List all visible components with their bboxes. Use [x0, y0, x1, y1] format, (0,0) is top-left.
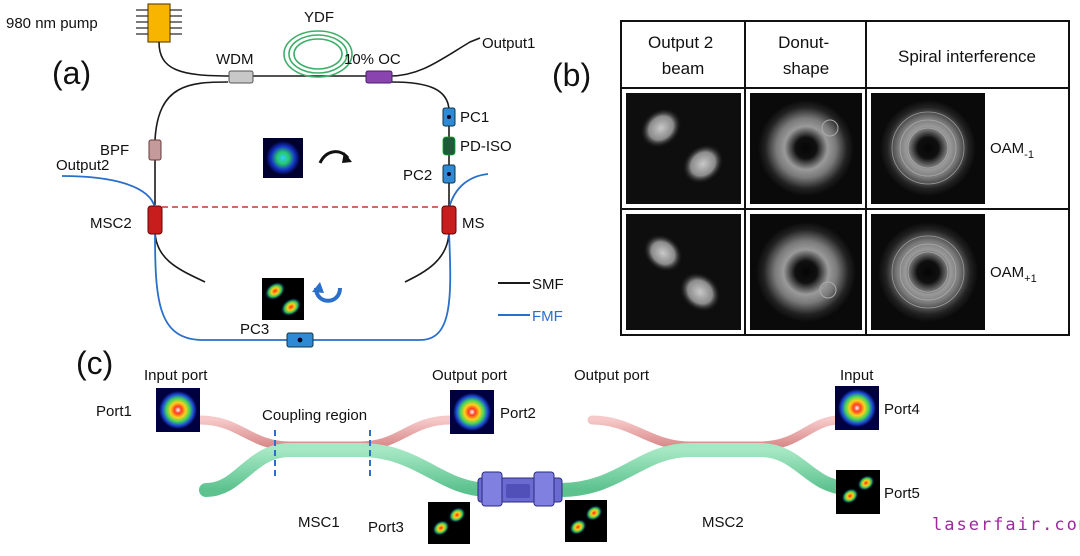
port3-beam	[428, 502, 470, 544]
oam-minus1-sub: -1	[1024, 149, 1034, 161]
panel-a-label: (a)	[52, 55, 91, 91]
arrowhead-icon	[342, 152, 352, 163]
smf-fiber	[154, 37, 481, 283]
ms-label: MS	[462, 215, 485, 232]
watermark-text: laserfair.com	[932, 515, 1080, 535]
input-port-label: Input port	[144, 367, 208, 384]
header-output2-line2: beam	[662, 59, 705, 78]
header-donut-shape: Donut- shape	[778, 33, 834, 78]
two-lobe-beam-inset	[262, 278, 304, 320]
panel-a: (a) 980 nm pump	[6, 3, 564, 348]
oam-minus1-label: OAM-1	[990, 140, 1034, 161]
mode-converter-device	[477, 471, 563, 507]
port1-beam	[156, 388, 200, 432]
pc3-label: PC3	[240, 321, 269, 338]
port5-label: Port5	[884, 485, 920, 502]
pump-label: 980 nm pump	[6, 15, 98, 32]
msc2-c-label: MSC2	[702, 514, 744, 531]
beam-image-r1	[626, 93, 741, 204]
gaussian-beam-inset	[263, 138, 303, 178]
oam-plus1-mode: OAM	[990, 264, 1024, 281]
bpf-label: BPF	[100, 142, 129, 159]
panel-c: (c) Coupling region	[76, 345, 920, 544]
output1-label: Output1	[482, 35, 535, 52]
legend-smf-label: SMF	[532, 276, 564, 293]
pdiso-component	[442, 136, 456, 156]
input-label: Input	[840, 367, 874, 384]
output-port-beam	[565, 500, 607, 542]
pdiso-label: PD-ISO	[460, 138, 512, 155]
ydf-coil	[283, 30, 353, 78]
header-output2-line1: Output 2	[648, 33, 713, 52]
wdm-label: WDM	[216, 51, 254, 68]
port2-label: Port2	[500, 405, 536, 422]
output2-label: Output2	[56, 157, 109, 174]
oc-label: 10% OC	[344, 51, 401, 68]
port4-beam	[835, 386, 879, 430]
oam-minus1-mode: OAM	[990, 140, 1024, 157]
results-table-grid	[620, 20, 1070, 336]
legend-fmf-label: FMF	[532, 308, 563, 325]
oc-component	[365, 70, 393, 84]
msc2-smf-fiber	[587, 415, 845, 451]
curve-arrowhead-icon	[312, 282, 324, 293]
ydf-label: YDF	[304, 9, 334, 26]
msc1-label: MSC1	[298, 514, 340, 531]
header-spiral-interference: Spiral interference	[898, 47, 1036, 66]
panel-b-label: (b)	[552, 57, 591, 93]
header-donut-line2: shape	[783, 59, 829, 78]
port3-label: Port3	[368, 519, 404, 536]
msc2-label: MSC2	[90, 215, 132, 232]
wdm-component	[228, 70, 254, 84]
pc2-label: PC2	[403, 167, 432, 184]
msc2-coupler	[147, 205, 163, 235]
panel-c-label: (c)	[76, 345, 113, 381]
oam-plus1-sub: +1	[1024, 273, 1037, 285]
pump-laser	[136, 3, 182, 43]
header-donut-line1: Donut-	[778, 33, 829, 52]
port2-beam	[450, 390, 494, 434]
row-oam-minus1: OAM-1	[626, 93, 1034, 204]
output-port-label-right: Output port	[574, 367, 650, 384]
beam-image-r2	[626, 214, 741, 330]
port4-label: Port4	[884, 401, 920, 418]
port1-label: Port1	[96, 403, 132, 420]
ms-coupler	[441, 205, 457, 235]
pc1-label: PC1	[460, 109, 489, 126]
row-oam-plus1: OAM+1	[626, 214, 1037, 330]
port5-beam	[836, 470, 880, 514]
fmf-fiber	[61, 173, 489, 341]
oam-plus1-label: OAM+1	[990, 264, 1037, 285]
panel-b: (b) Output 2 beam Donut- shape Spiral in…	[552, 20, 1070, 336]
coupling-region-label: Coupling region	[262, 407, 367, 424]
output-port-label-left: Output port	[432, 367, 508, 384]
bpf-component	[148, 139, 162, 161]
header-output2-beam: Output 2 beam	[648, 33, 718, 78]
